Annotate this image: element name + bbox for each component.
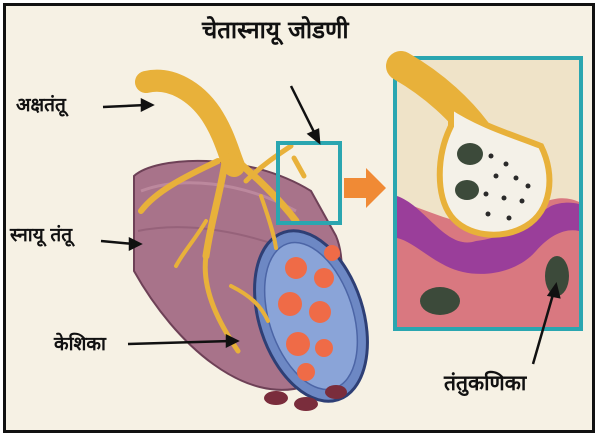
junction-label: चेतास्नायू जोडणी xyxy=(202,18,349,42)
mitochondria-label: तंतुकणिका xyxy=(444,373,526,394)
diagram-frame: चेतास्नायू जोडणी अक्षतंतू स्नायू तंतू के… xyxy=(3,3,595,433)
capillary-label: केशिका xyxy=(54,335,106,354)
neuromuscular-junction-illustration xyxy=(6,6,592,430)
axon-label: अक्षतंतू xyxy=(16,96,66,115)
zoom-arrow xyxy=(344,168,386,208)
muscle-fiber-label: स्नायू तंतू xyxy=(10,226,72,245)
